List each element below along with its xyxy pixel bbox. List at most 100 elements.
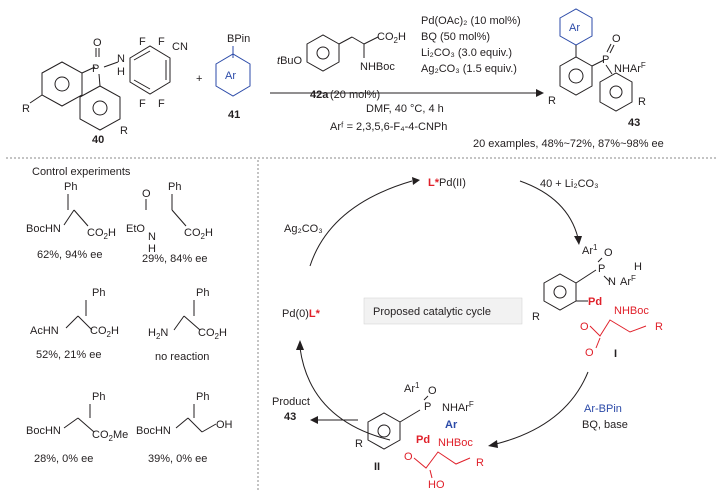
svg-text:F: F <box>158 98 165 110</box>
cycle-product-label: 43 <box>284 411 296 423</box>
svg-text:P: P <box>92 63 99 75</box>
svg-text:N: N <box>608 276 616 288</box>
reaction-arrowhead <box>536 89 544 97</box>
svg-text:CO2H: CO2H <box>198 327 227 341</box>
svg-text:AcHN: AcHN <box>30 325 59 337</box>
svg-text:tBuO: tBuO <box>277 55 303 67</box>
intermediate-II-label: II <box>374 461 380 473</box>
control-result-2: 29%, 84% ee <box>142 253 207 265</box>
sm-label: 40 <box>92 134 104 146</box>
ligand-42a: tBuO CO2H NHBoc 42a (20 mol%) <box>277 31 406 101</box>
svg-text:P: P <box>424 401 431 413</box>
control-result-1: 62%, 94% ee <box>37 249 102 261</box>
cycle-center-box <box>363 297 523 325</box>
svg-text:P: P <box>598 263 605 275</box>
svg-text:Ar: Ar <box>569 22 580 34</box>
cycle-right-reagent: 40 + Li₂CO₃ <box>540 178 599 190</box>
svg-text:H: H <box>634 261 642 273</box>
cycle-arrow-left-top <box>309 180 413 267</box>
cycle-arrow-top-right <box>519 180 579 239</box>
cycle-left-reagent: Ag₂CO₃ <box>284 223 323 235</box>
svg-text:R: R <box>355 438 363 450</box>
condition-3: Li₂CO₃ (3.0 equiv.) <box>421 47 512 59</box>
product-43: Ar R P O NHArF R 43 <box>548 8 646 129</box>
control-compound-3: Ph AcHN CO2H 52%, 21% ee <box>30 287 119 361</box>
svg-text:R: R <box>638 96 646 108</box>
control-result-4: no reaction <box>155 351 209 363</box>
svg-text:H: H <box>117 66 125 78</box>
svg-text:N: N <box>148 231 156 243</box>
intermediate-I: Ar1 O P H N ArF R Pd NHBoc O R O I <box>532 243 663 360</box>
cycle-product-text: Product <box>272 396 310 408</box>
svg-text:CO2H: CO2H <box>377 31 406 45</box>
svg-text:Ar1: Ar1 <box>404 381 420 395</box>
control-result-5: 28%, 0% ee <box>34 453 93 465</box>
aryl-boronate-41: BPin Ar 41 <box>215 33 251 121</box>
svg-text:O: O <box>612 33 621 45</box>
cycle-arrow-right-bottom <box>495 371 589 445</box>
svg-text:R: R <box>548 95 556 107</box>
ligand-amount: (20 mol%) <box>330 89 380 101</box>
svg-text:NHBoc: NHBoc <box>360 61 395 73</box>
svg-text:Ar: Ar <box>445 419 458 431</box>
svg-text:Ph: Ph <box>168 181 181 193</box>
svg-text:BPin: BPin <box>227 33 250 45</box>
svg-text:Ph: Ph <box>92 391 105 403</box>
svg-text:O: O <box>585 347 594 359</box>
svg-text:F: F <box>139 36 146 48</box>
svg-text:O: O <box>404 451 413 463</box>
cycle-left-species: Pd(0)L* <box>282 308 321 320</box>
condition-6: Arᶠ = 2,3,5,6-F₄-4-CNPh <box>330 121 447 133</box>
svg-text:Ar: Ar <box>225 70 236 82</box>
svg-text:OH: OH <box>216 419 233 431</box>
conditions-above: Pd(OAc)₂ (10 mol%) BQ (50 mol%) Li₂CO₃ (… <box>421 15 521 75</box>
intermediate-II: Ar1 O P NHArF Ar R Pd NHBoc O R HO II <box>355 381 484 491</box>
svg-text:CN: CN <box>172 41 188 53</box>
control-compound-6: Ph BocHN OH 39%, 0% ee <box>136 391 233 465</box>
intermediate-I-label: I <box>614 348 617 360</box>
svg-text:R: R <box>532 311 540 323</box>
svg-text:O: O <box>428 385 437 397</box>
svg-text:H: H <box>148 243 156 255</box>
svg-text:N: N <box>117 53 125 65</box>
svg-text:NHArF: NHArF <box>614 61 646 75</box>
svg-text:Pd: Pd <box>416 434 430 446</box>
svg-text:F: F <box>139 98 146 110</box>
svg-text:R: R <box>22 103 30 115</box>
summary-text: 20 examples, 48%~72%, 87%~98% ee <box>473 138 664 150</box>
condition-4: Ag₂CO₃ (1.5 equiv.) <box>421 63 517 75</box>
svg-text:H2N: H2N <box>148 327 168 341</box>
svg-text:NHBoc: NHBoc <box>438 437 473 449</box>
svg-text:L*Pd(II): L*Pd(II) <box>428 177 466 189</box>
condition-1: Pd(OAc)₂ (10 mol%) <box>421 15 521 27</box>
svg-text:Pd: Pd <box>588 296 602 308</box>
svg-text:BocHN: BocHN <box>26 223 61 235</box>
svg-text:BocHN: BocHN <box>26 425 61 437</box>
condition-5: DMF, 40 °C, 4 h <box>366 103 444 115</box>
cycle-center-label: Proposed catalytic cycle <box>373 306 491 318</box>
control-compound-5: Ph BocHN CO2Me 28%, 0% ee <box>26 391 128 465</box>
starting-material-40: R P O R N H F F F F CN 40 <box>22 36 188 146</box>
control-result-6: 39%, 0% ee <box>148 453 207 465</box>
svg-text:BocHN: BocHN <box>136 425 171 437</box>
svg-text:Pd(0)L*: Pd(0)L* <box>282 308 321 320</box>
svg-text:CO2H: CO2H <box>90 325 119 339</box>
control-compound-2: Ph O EtO N H CO2H 29%, 84% ee <box>126 181 213 265</box>
svg-text:Ar1: Ar1 <box>582 243 598 257</box>
condition-2: BQ (50 mol%) <box>421 31 490 43</box>
svg-text:Ph: Ph <box>196 391 209 403</box>
svg-text:O: O <box>93 37 102 49</box>
svg-text:F: F <box>158 36 165 48</box>
cycle-arrow-bottom-left <box>299 347 391 441</box>
control-result-3: 52%, 21% ee <box>36 349 101 361</box>
cycle-arbpin-reagent: Ar-BPin BQ, base <box>582 403 628 431</box>
svg-text:P: P <box>602 54 609 66</box>
ligand-label: 42a <box>310 89 329 101</box>
svg-text:CO2H: CO2H <box>184 227 213 241</box>
svg-text:Ph: Ph <box>196 287 209 299</box>
control-compound-4: Ph H2N CO2H no reaction <box>148 287 227 363</box>
svg-text:O: O <box>580 321 589 333</box>
cycle-arbpin: Ar-BPin <box>584 403 622 415</box>
svg-text:CO2Me: CO2Me <box>92 429 128 443</box>
